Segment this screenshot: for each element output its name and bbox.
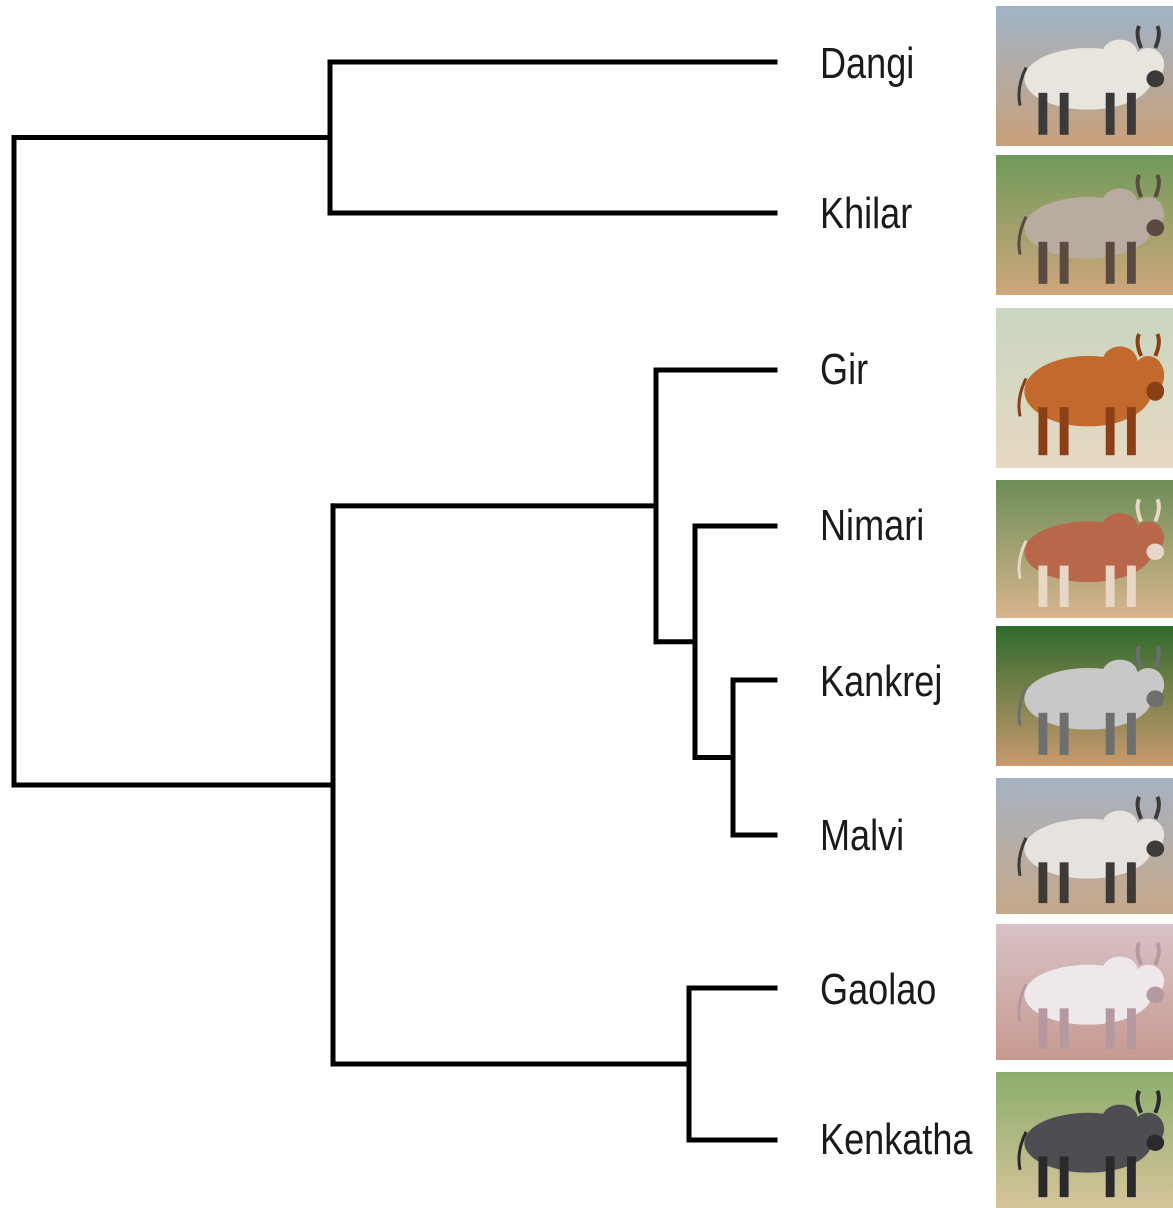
kankrej-bull-photo bbox=[996, 626, 1173, 766]
leaf-label-gaolao: Gaolao bbox=[820, 968, 936, 1012]
dark-grey-bull-photo bbox=[996, 1072, 1173, 1208]
silver-grey-bull-photo bbox=[996, 626, 1173, 766]
white-grey-spotted-bull-photo bbox=[996, 6, 1173, 146]
grey-white-bull-photo bbox=[996, 155, 1173, 295]
pale-white-bull-photo bbox=[996, 924, 1173, 1060]
dangi-bull-photo bbox=[996, 6, 1173, 146]
leaf-label-kenkatha: Kenkatha bbox=[820, 1118, 972, 1162]
leaf-label-dangi: Dangi bbox=[820, 42, 914, 86]
leaf-label-khilar: Khilar bbox=[820, 192, 912, 236]
gir-bull-photo bbox=[996, 308, 1173, 468]
gaolao-bull-photo bbox=[996, 924, 1173, 1060]
nimari-bull-photo bbox=[996, 480, 1173, 618]
khilar-bull-photo bbox=[996, 155, 1173, 295]
white-grey-bull-photo bbox=[996, 778, 1173, 914]
red-brown-bull-photo bbox=[996, 308, 1173, 468]
kenkatha-bull-photo bbox=[996, 1072, 1173, 1208]
leaf-label-nimari: Nimari bbox=[820, 504, 924, 548]
malvi-bull-photo bbox=[996, 778, 1173, 914]
leaf-label-malvi: Malvi bbox=[820, 814, 904, 858]
leaf-label-gir: Gir bbox=[820, 348, 868, 392]
red-white-spotted-bull-photo bbox=[996, 480, 1173, 618]
leaf-label-kankrej: Kankrej bbox=[820, 660, 942, 704]
